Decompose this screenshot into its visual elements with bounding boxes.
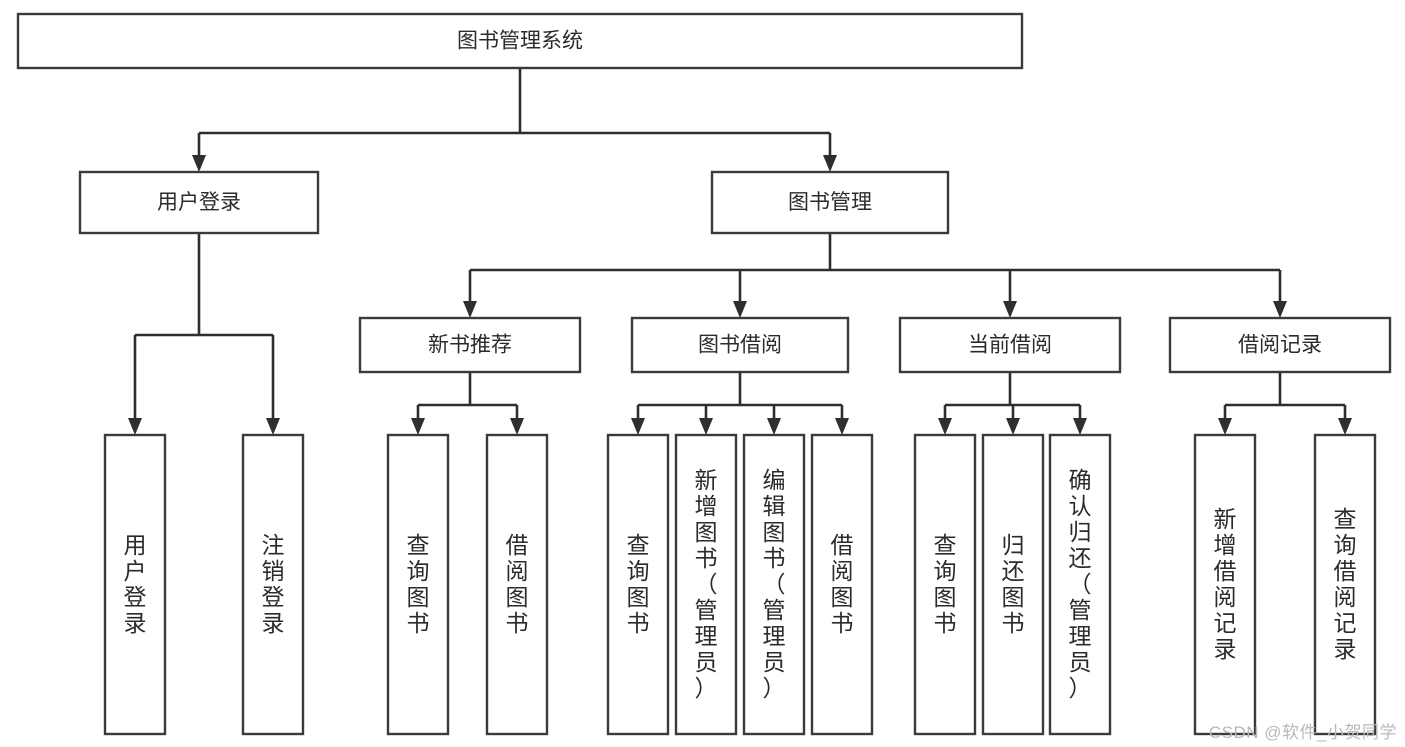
node-label: 图书管理系统 [457,30,583,53]
node-label: 查询借阅记录 [1334,506,1357,662]
node-leaf-user-logout[interactable]: 注销登录 [241,433,305,736]
node-leaf-query-record[interactable]: 查询借阅记录 [1313,433,1377,736]
arrow-head-icon [835,418,849,435]
node-box [913,433,977,736]
node-label: 归还图书 [1002,532,1025,636]
arrow-head-icon [411,418,425,435]
node-label: 当前借阅 [968,334,1052,357]
arrow-head-icon [510,418,524,435]
node-undefined[interactable]: 图书管理系统 [16,12,1024,70]
arrow-head-icon [631,418,645,435]
node-leaf-borrow-book-2[interactable]: 借阅图书 [810,433,874,736]
arrow-head-icon [1218,418,1232,435]
node-label: 用户登录 [124,532,147,636]
node-leaf-query-book-1[interactable]: 查询图书 [386,433,450,736]
arrow-head-icon [128,418,142,435]
node-box [78,170,320,235]
node-label: 新增借阅记录 [1214,506,1237,662]
arrow-head-icon [767,418,781,435]
node-leaf-borrow-book-1[interactable]: 借阅图书 [485,433,549,736]
node-label: 用户登录 [157,191,241,214]
node-label: 查询图书 [627,532,650,636]
arrow-head-icon [1073,418,1087,435]
node-box [1313,433,1377,736]
node-leaf-query-book-2[interactable]: 查询图书 [606,433,670,736]
arrow-head-icon [938,418,952,435]
node-label: 查询图书 [407,532,430,636]
node-label: 图书管理 [788,191,872,214]
node-book-management[interactable]: 图书管理 [710,170,950,235]
node-label: 图书借阅 [698,334,782,357]
node-label: 新增图书（管理员） [695,467,718,701]
node-box [358,316,582,374]
node-box [16,12,1024,70]
node-label: 编辑图书（管理员） [763,467,786,701]
node-box [981,433,1045,736]
arrow-head-icon [733,301,747,318]
arrow-head-icon [463,301,477,318]
node-box [674,433,738,736]
node-label: 借阅记录 [1238,334,1322,357]
node-new-book-recommend[interactable]: 新书推荐 [358,316,582,374]
arrow-head-icon [266,418,280,435]
node-box [742,433,806,736]
node-label: 确认归还（管理员） [1069,467,1092,701]
node-label: 注销登录 [262,532,285,636]
arrow-head-icon [1338,418,1352,435]
node-box [710,170,950,235]
node-user-login[interactable]: 用户登录 [78,170,320,235]
node-box [1168,316,1392,374]
node-box [1193,433,1257,736]
node-box [1048,433,1112,736]
node-box [630,316,850,374]
arrow-head-icon [1273,301,1287,318]
node-current-borrow[interactable]: 当前借阅 [898,316,1122,374]
node-box [241,433,305,736]
arrow-head-icon [1003,301,1017,318]
node-borrow-record[interactable]: 借阅记录 [1168,316,1392,374]
arrow-head-icon [192,155,206,172]
node-box [898,316,1122,374]
node-box [103,433,167,736]
node-box [485,433,549,736]
node-book-borrow[interactable]: 图书借阅 [630,316,850,374]
arrow-head-icon [699,418,713,435]
arrow-head-icon [823,155,837,172]
node-box [810,433,874,736]
node-leaf-add-record[interactable]: 新增借阅记录 [1193,433,1257,736]
node-leaf-query-book-3[interactable]: 查询图书 [913,433,977,736]
node-label: 查询图书 [934,532,957,636]
node-leaf-user-login[interactable]: 用户登录 [103,433,167,736]
arrow-head-icon [1006,418,1020,435]
node-label: 借阅图书 [831,532,854,636]
node-label: 借阅图书 [506,532,529,636]
node-box [386,433,450,736]
node-box [606,433,670,736]
node-leaf-confirm-return[interactable]: 确认归还（管理员） [1048,433,1112,736]
node-label: 新书推荐 [428,334,512,357]
node-leaf-add-book[interactable]: 新增图书（管理员） [674,433,738,736]
node-leaf-edit-book[interactable]: 编辑图书（管理员） [742,433,806,736]
node-leaf-return-book[interactable]: 归还图书 [981,433,1045,736]
